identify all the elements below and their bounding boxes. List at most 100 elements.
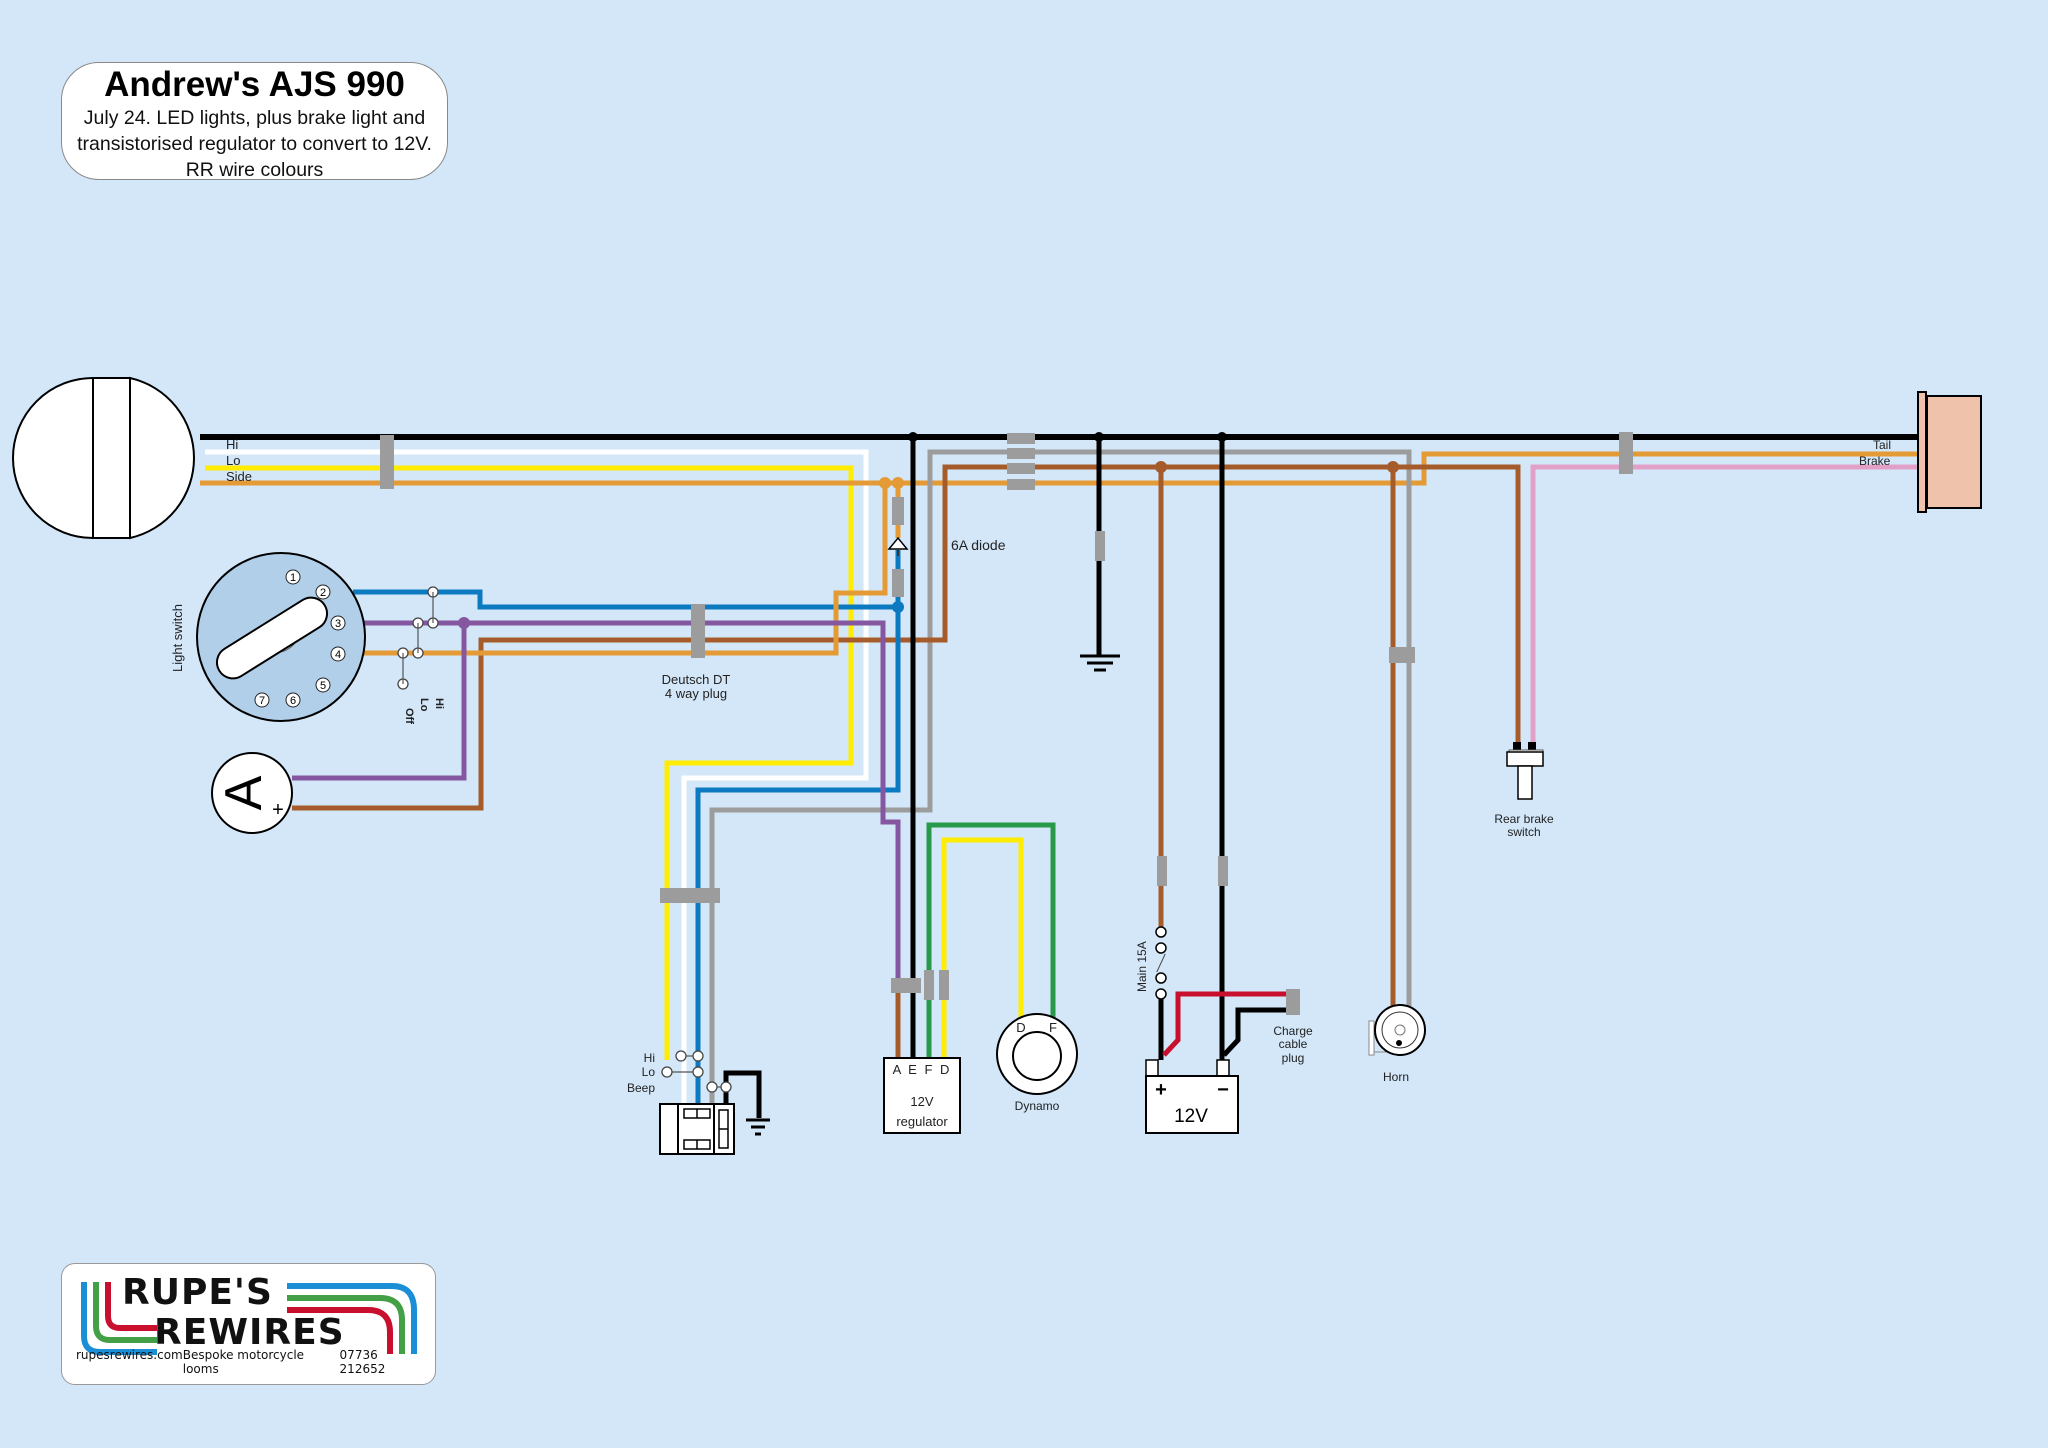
wire-yellow-dynamo	[941, 837, 1024, 1058]
wire-red-charge	[1162, 991, 1290, 1057]
connector	[891, 978, 921, 993]
terminal-4	[330, 646, 346, 662]
junction-dot	[1094, 432, 1104, 442]
position-hi: Hi	[433, 698, 445, 709]
switch-contact	[706, 1081, 718, 1093]
handlebar-switch: Hi Lo Beep	[627, 1051, 735, 1155]
junction-dot	[458, 617, 470, 629]
terminal-label: 2	[320, 587, 326, 599]
switch-contact	[720, 1081, 732, 1093]
hb-label-hi: Hi	[644, 1051, 655, 1065]
logo-line-1: RUPE'S	[122, 1272, 273, 1313]
diode-label: 6A diode	[951, 537, 1006, 553]
logo-line-2: REWIRES	[154, 1312, 345, 1353]
regulator: A E F D 12V regulator	[883, 1057, 961, 1134]
wire-purple-ammeter-link	[292, 623, 467, 781]
battery-voltage: 12V	[1174, 1106, 1208, 1127]
components-layer: Hi Lo Side Tail Brake Light switch 12345…	[12, 376, 1982, 1155]
battery-minus: −	[1217, 1079, 1229, 1101]
wire-green-field	[926, 822, 1056, 1058]
deutsch-label-2: 4 way plug	[665, 686, 727, 701]
ammeter: A +	[211, 752, 293, 834]
switch-contact	[661, 1066, 673, 1078]
connector	[1619, 432, 1633, 474]
terminal-5	[315, 677, 331, 693]
hb-label-beep: Beep	[627, 1081, 655, 1095]
connector	[691, 604, 705, 658]
title-box: Andrew's AJS 990 July 24. LED lights, pl…	[61, 62, 448, 181]
wire-purple-ammeter	[353, 620, 901, 985]
deutsch-label-1: Deutsch DT	[662, 672, 731, 687]
rear-brake-label-1: Rear brake	[1494, 812, 1554, 826]
junction-dot	[1387, 461, 1399, 473]
regulator-terminals: A E F D	[893, 1062, 952, 1077]
page-description: July 24. LED lights, plus brake light an…	[77, 107, 432, 181]
terminal-6	[285, 692, 301, 708]
connector	[1218, 856, 1228, 886]
fuse: Main 15A	[1135, 926, 1167, 1000]
wire-grey-horn	[709, 449, 1412, 1104]
connector	[1157, 856, 1167, 886]
wire-black-charge	[1222, 1007, 1290, 1057]
headlamp-label-hi: Hi	[226, 437, 238, 452]
connector	[892, 497, 904, 525]
connector	[660, 888, 720, 903]
tail-label: Tail	[1873, 438, 1891, 452]
connector	[892, 569, 904, 597]
wire-yellow-lo	[205, 465, 854, 1060]
headlamp-label-side: Side	[226, 469, 252, 484]
position-off: Off	[403, 708, 415, 724]
rear-brake-label-2: switch	[1507, 825, 1540, 839]
regulator-label-2: regulator	[896, 1114, 948, 1129]
junction-dot	[1217, 432, 1227, 442]
terminal-7	[254, 692, 270, 708]
horn-label: Horn	[1383, 1070, 1409, 1084]
terminal-label: 7	[259, 695, 265, 707]
connector	[939, 970, 949, 1000]
junction-dot	[892, 601, 904, 613]
wire-white-hi	[205, 449, 869, 1104]
wire-pink-brake	[1530, 464, 1920, 742]
charge-label-1: Charge	[1273, 1024, 1313, 1038]
connector	[380, 435, 394, 489]
diode-icon	[887, 536, 909, 556]
junction-dot	[908, 432, 918, 442]
ammeter-symbol: A	[215, 775, 273, 810]
connector	[1095, 531, 1105, 561]
battery: + − 12V	[1145, 1059, 1239, 1134]
ammeter-plus: +	[272, 799, 284, 821]
logo: RUPE'S REWIRES rupesrewires.com Bespoke …	[61, 1263, 436, 1385]
tail-lamp: Tail Brake	[1859, 391, 1982, 513]
rear-brake-switch: Rear brake switch	[1494, 742, 1554, 839]
logo-tagline: Bespoke motorcycle looms	[182, 1348, 305, 1376]
junction-dot	[879, 477, 891, 489]
connector	[1389, 647, 1415, 663]
logo-website[interactable]: rupesrewires.com	[76, 1348, 183, 1362]
connector	[1007, 433, 1035, 444]
switch-contact	[675, 1050, 687, 1062]
terminal-label: 3	[335, 618, 341, 630]
position-lo: Lo	[418, 698, 430, 712]
terminal-3	[330, 615, 346, 631]
regulator-label-1: 12V	[910, 1094, 933, 1109]
battery-plus: +	[1155, 1079, 1167, 1101]
charge-plug: Charge cable plug	[1273, 989, 1313, 1065]
wire-orange-switch	[353, 483, 888, 656]
connector	[1007, 479, 1035, 490]
dynamo-f: F	[1049, 1020, 1057, 1035]
brake-label: Brake	[1859, 454, 1891, 468]
dynamo-label: Dynamo	[1015, 1099, 1060, 1113]
terminal-label: 6	[290, 695, 296, 707]
dynamo-d: D	[1016, 1020, 1025, 1035]
terminal-label: 1	[290, 572, 296, 584]
logo-stripes-icon	[81, 1282, 417, 1355]
terminal-1	[285, 569, 301, 585]
connector	[924, 970, 934, 1000]
terminal-label: 5	[320, 680, 326, 692]
hb-label-lo: Lo	[642, 1065, 656, 1079]
ground-icon-handlebar	[746, 1118, 770, 1136]
connectors-layer	[380, 432, 1633, 1093]
page-title: Andrew's AJS 990	[104, 65, 405, 104]
wire-blue-hi	[353, 589, 901, 1104]
